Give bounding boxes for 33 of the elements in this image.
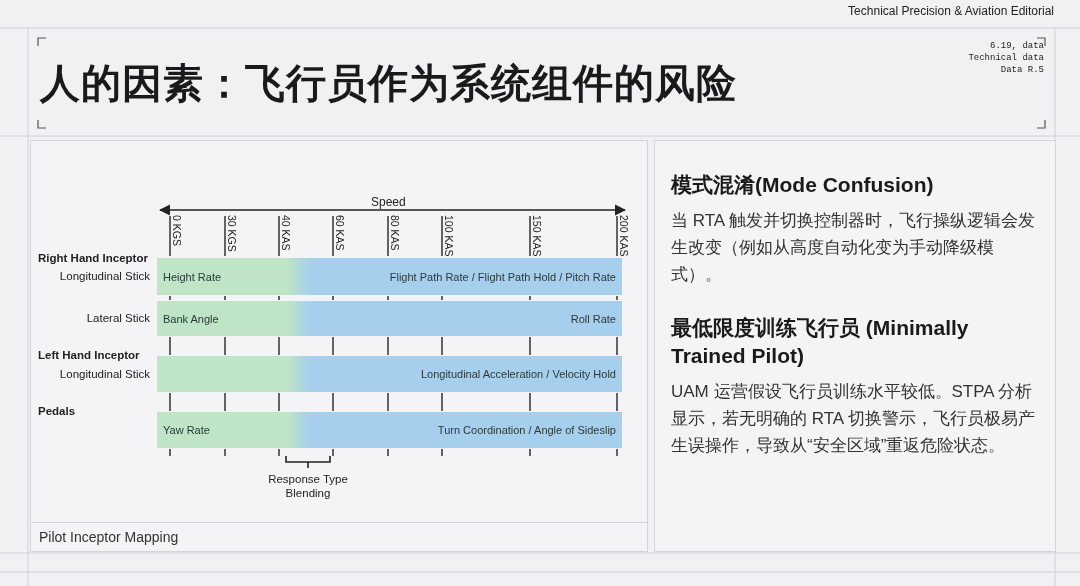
mapping-bar: [157, 356, 622, 392]
mode-label: Turn Coordination / Angle of Sideslip: [437, 424, 616, 436]
tick-label: 200 KAS: [618, 215, 630, 257]
content-panel: [30, 140, 648, 552]
group-label: Right Hand Inceptor: [38, 252, 148, 264]
mode-label: Bank Angle: [163, 312, 219, 325]
annotation-text: Response Type Blending: [267, 472, 349, 500]
row-label: Longitudinal Stick: [59, 368, 150, 380]
content-panel: [654, 140, 1056, 552]
section-heading: 模式混淆(Mode Confusion): [671, 172, 935, 198]
mapping-bar: [157, 301, 622, 336]
section-heading: 最低限度训练飞行员 (Minimally Trained Pilot): [671, 315, 970, 369]
mode-label: Flight Path Rate / Flight Path Hold / Pitch Rate: [389, 270, 616, 283]
mode-label: Yaw Rate: [163, 424, 210, 436]
header-text: Technical Precision & Aviation Editorial: [848, 4, 1054, 18]
tick-label: 0 KGS: [171, 215, 183, 246]
meta-text: Technical data: [968, 53, 1044, 63]
axis-title: Speed: [371, 195, 406, 209]
row-label: Lateral Stick: [86, 312, 150, 324]
mode-label: Height Rate: [163, 270, 222, 283]
body-text: 当 RTA 触发并切换控制器时，飞行操纵逻辑会发生改变（例如从高度自动化变为手动降级模式）。: [671, 210, 1036, 286]
panel-caption: Pilot Inceptor Mapping: [39, 529, 179, 545]
group-label: Pedals: [38, 405, 76, 417]
mapping-bar: [157, 258, 622, 295]
mode-label: Longitudinal Acceleration / Velocity Hold: [420, 368, 616, 380]
group-label: Left Hand Inceptor: [38, 349, 140, 361]
meta-text: Data R.5: [1000, 65, 1044, 75]
row-label: Longitudinal Stick: [59, 270, 150, 282]
page-title: 人的因素：飞行员作为系统组件的风险: [40, 59, 737, 108]
body-text: UAM 运营假设飞行员训练水平较低。STPA 分析显示，若无明确的 RTA 切换警示，飞行员极易产生误操作，导致从“安全区域”重返危险状态。: [671, 381, 1036, 457]
mapping-bar: [157, 412, 622, 448]
mode-label: Roll Rate: [570, 312, 616, 325]
meta-text: 6.19, data: [990, 41, 1044, 51]
